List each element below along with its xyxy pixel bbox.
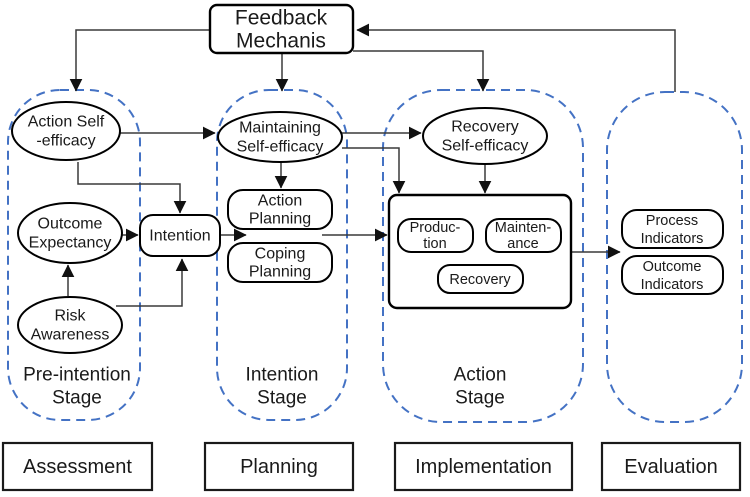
- stage-container-evaluation: [606, 91, 743, 423]
- bottom-box-assessment: [1, 441, 154, 492]
- arrow-feedback-to-pre-intention: [69, 29, 210, 92]
- bottom-label-assessment: Assessment: [23, 456, 132, 478]
- node-coping-planning: [227, 242, 333, 283]
- oi-label-line2: Indicators: [641, 277, 704, 293]
- pi-label-line2: Indicators: [641, 231, 704, 247]
- recovery-label: Recovery: [449, 272, 511, 288]
- node-intention: [139, 214, 221, 257]
- pi-label-line1: Process: [646, 213, 698, 229]
- arrow-feedback-to-action-stage: [353, 50, 490, 92]
- bottom-label-evaluation: Evaluation: [624, 456, 717, 478]
- node-outcome-indicators: [621, 255, 724, 295]
- feedback-label-line1: Feedback: [235, 7, 328, 30]
- stage-label-intention-line1: Intention: [246, 365, 319, 386]
- arrow-evaluation-to-feedback: [356, 23, 676, 92]
- oe-label-line1: Outcome: [38, 216, 103, 233]
- arrow-mse-to-action-box: [342, 147, 406, 194]
- mse-label-line1: Maintaining: [239, 120, 321, 137]
- ase-label-line2: -efficacy: [36, 133, 95, 150]
- maintenance-label-line2: ance: [507, 236, 538, 252]
- intention-label: Intention: [149, 228, 210, 245]
- node-production: [397, 218, 474, 253]
- ra-label-line2: Awareness: [31, 327, 110, 344]
- node-maintaining-self-efficacy: [217, 111, 343, 163]
- stage-label-action-line2: Stage: [455, 388, 505, 409]
- rse-label-line2: Self-efficacy: [442, 138, 529, 155]
- arrow-ra-to-intention: [116, 258, 189, 307]
- ra-label-line1: Risk: [54, 308, 86, 325]
- node-process-indicators: [621, 209, 724, 249]
- maintenance-label-line1: Mainten-: [495, 220, 552, 236]
- bottom-box-planning: [203, 441, 355, 492]
- cp-label-line2: Planning: [249, 264, 311, 281]
- ap-label-line1: Action: [258, 193, 302, 210]
- node-action-self-efficacy: [11, 101, 121, 161]
- node-risk-awareness: [17, 296, 123, 354]
- cp-label-line1: Coping: [255, 246, 306, 263]
- bottom-label-planning: Planning: [240, 456, 318, 478]
- production-label-line1: Produc-: [410, 220, 461, 236]
- stage-label-intention-line2: Stage: [257, 388, 307, 409]
- arrow-ase-to-intention: [77, 162, 187, 214]
- node-action-planning: [227, 189, 333, 230]
- mse-label-line2: Self-efficacy: [237, 139, 324, 156]
- stage-label-action-line1: Action: [454, 365, 507, 386]
- bottom-box-evaluation: [600, 441, 742, 492]
- node-maintenance: [485, 218, 562, 253]
- feedback-label-line2: Mechanis: [236, 30, 326, 53]
- node-outcome-expectancy: [17, 202, 123, 264]
- oi-label-line1: Outcome: [643, 259, 702, 275]
- ase-label-line1: Action Self: [28, 114, 105, 131]
- stage-label-pre-intention-line1: Pre-intention: [23, 365, 131, 386]
- rse-label-line1: Recovery: [451, 119, 519, 136]
- stage-container-intention: [216, 89, 348, 421]
- oe-label-line2: Expectancy: [29, 235, 112, 252]
- production-label-line2: tion: [423, 236, 446, 252]
- node-recovery: [437, 264, 524, 294]
- stage-label-pre-intention-line2: Stage: [52, 388, 102, 409]
- ap-label-line2: Planning: [249, 211, 311, 228]
- feedback-mechanism-box: [208, 3, 355, 55]
- bottom-box-implementation: [393, 441, 574, 492]
- bottom-label-implementation: Implementation: [415, 456, 552, 478]
- node-recovery-self-efficacy: [422, 107, 548, 165]
